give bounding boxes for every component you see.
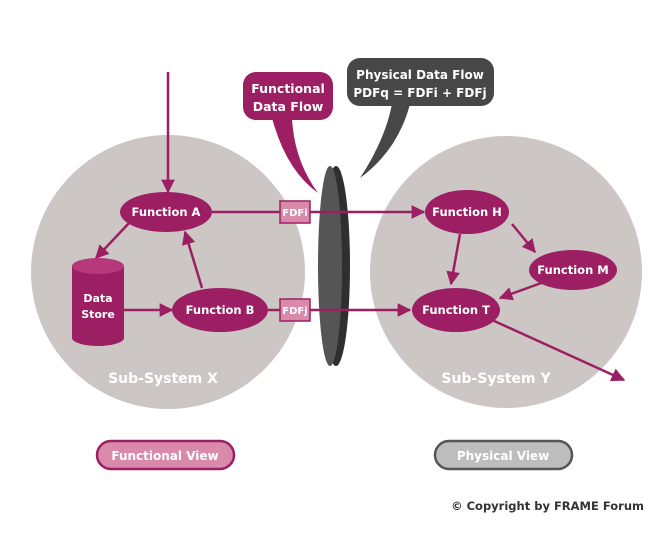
function-h-label: Function H bbox=[432, 205, 502, 219]
functional-callout bbox=[243, 72, 333, 120]
data-store-cylinder bbox=[72, 258, 124, 346]
physical-callout-line2: PDFq = FDFi + FDFj bbox=[353, 86, 486, 100]
fdfi-label: FDFi bbox=[282, 208, 307, 219]
subsystem-y-label: Sub-System Y bbox=[441, 371, 551, 387]
function-t-label: Function T bbox=[422, 303, 490, 317]
arrow-a-to-store bbox=[95, 221, 131, 259]
arrow-h-to-m bbox=[511, 223, 536, 254]
subsystem-x-label: Sub-System X bbox=[108, 371, 218, 387]
functional-callout-line1: Functional bbox=[251, 81, 325, 96]
functional-callout-tail bbox=[272, 118, 318, 193]
arrow-b-to-a bbox=[182, 230, 204, 289]
physical-view-label: Physical View bbox=[457, 449, 549, 463]
function-a-label: Function A bbox=[132, 205, 201, 219]
copyright-notice: © Copyright by FRAME Forum bbox=[451, 499, 644, 513]
function-m-node bbox=[529, 250, 617, 290]
physical-view-pill bbox=[433, 439, 574, 471]
physical-callout-line1: Physical Data Flow bbox=[356, 68, 484, 82]
functional-callout-line2: Data Flow bbox=[253, 99, 324, 114]
data-store-label-line2: Store bbox=[81, 308, 115, 321]
data-store-label-line1: Data bbox=[83, 292, 112, 305]
function-m-label: Function M bbox=[537, 263, 608, 277]
function-h-node bbox=[425, 190, 509, 234]
fdfi-box bbox=[279, 200, 311, 224]
function-a-node bbox=[120, 192, 212, 232]
output-arrow bbox=[491, 318, 626, 382]
function-t-node bbox=[412, 288, 500, 332]
function-b-label: Function B bbox=[186, 303, 255, 317]
physical-callout bbox=[347, 58, 494, 106]
physical-callout-tail bbox=[360, 104, 410, 178]
arrow-h-to-t bbox=[446, 233, 462, 286]
fdfj-label: FDFj bbox=[282, 306, 307, 317]
arrow-m-to-t bbox=[498, 280, 545, 301]
functional-view-label: Functional View bbox=[111, 449, 218, 463]
physical-interface-disc bbox=[318, 166, 350, 366]
functional-view-pill bbox=[95, 439, 236, 471]
function-b-node bbox=[172, 288, 268, 332]
fdfj-box bbox=[279, 298, 311, 322]
